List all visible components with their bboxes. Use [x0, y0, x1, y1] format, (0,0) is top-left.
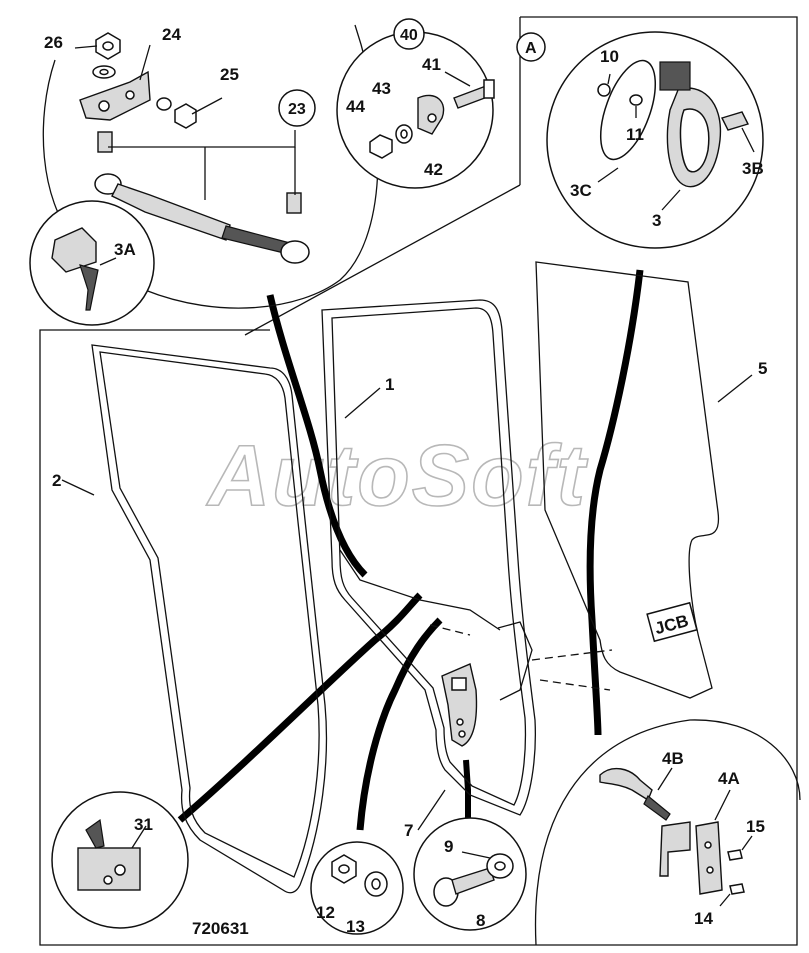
label-25: 25: [220, 65, 239, 84]
gas-strut-body: [111, 183, 231, 241]
label-44: 44: [346, 97, 365, 116]
autosoft-watermark: AutoSoft: [206, 428, 588, 524]
gas-strut-rod: [221, 225, 291, 255]
nut-44: [369, 134, 393, 159]
label-42: 42: [424, 160, 443, 179]
stud-lower: [286, 192, 302, 214]
label-2: 2: [52, 471, 61, 490]
callout-circle-a: [516, 32, 546, 62]
label-23: 23: [288, 101, 306, 118]
label-26: 26: [44, 33, 63, 52]
label-12: 12: [316, 903, 335, 922]
screw-8: [451, 867, 495, 895]
label-3b: 3B: [742, 159, 764, 178]
label-40: 40: [400, 27, 418, 44]
label-4a: 4A: [718, 769, 740, 788]
strut-detail-circle: [42, 24, 379, 309]
jcb-logo: JCB: [646, 601, 698, 643]
bracket: [659, 821, 691, 877]
callout-circle-40: [393, 18, 425, 50]
drawing-number: 720631: [192, 919, 249, 938]
key-lock: [51, 227, 97, 273]
key-detail-circle: [29, 200, 155, 326]
screw-10: [597, 83, 611, 97]
door-seal-2: [61, 344, 328, 894]
callout-labels: 26 24 25 23 3A 40 41 43 44 42 A 10 11 3B…: [44, 18, 767, 938]
washer-11: [629, 94, 643, 106]
handle-rod-circle: [534, 719, 801, 946]
label-7: 7: [404, 821, 413, 840]
latch-7: [441, 663, 478, 747]
rod-4b: [599, 767, 653, 802]
label-24: 24: [162, 25, 181, 44]
callout-circle-23: [278, 89, 316, 127]
hinge-parts-circle: [336, 31, 495, 189]
bracket-24: [79, 70, 151, 121]
door-glass-5: JCB: [535, 261, 753, 699]
nut-washer-circle: [310, 841, 404, 935]
leader-bands: [177, 269, 644, 831]
label-3c: 3C: [570, 181, 592, 200]
label-13: 13: [346, 917, 365, 936]
label-41: 41: [422, 55, 441, 74]
label-3: 3: [652, 211, 661, 230]
screw-15: [727, 849, 743, 861]
label-11: 11: [626, 125, 644, 144]
label-3a: 3A: [114, 240, 136, 259]
handle-detail-circle: [546, 31, 764, 249]
label-4b: 4B: [662, 749, 684, 768]
key: [79, 264, 99, 311]
label-14: 14: [694, 909, 713, 928]
bolt-3b: [721, 111, 749, 131]
label-a: A: [525, 40, 537, 57]
label-10: 10: [600, 47, 619, 66]
screw-14: [729, 883, 745, 895]
latch-assembly: [417, 621, 613, 831]
strut-end-lower: [280, 240, 310, 264]
label-31: 31: [134, 815, 153, 834]
screw-washer-circle: [413, 817, 527, 931]
label-43: 43: [372, 79, 391, 98]
stud-upper: [97, 131, 113, 153]
door-frame-1: [321, 299, 536, 816]
label-9: 9: [444, 837, 453, 856]
label-1: 1: [385, 375, 394, 394]
gasket-3c: [599, 59, 657, 161]
label-5: 5: [758, 359, 767, 378]
strut-end-upper: [94, 173, 122, 195]
latch-mechanism: [659, 61, 691, 91]
label-8: 8: [476, 911, 485, 930]
label-15: 15: [746, 817, 765, 836]
bolt-25-head: [174, 103, 197, 129]
latch-4a: [695, 821, 723, 895]
latch-detail-circle-31: [51, 791, 189, 929]
